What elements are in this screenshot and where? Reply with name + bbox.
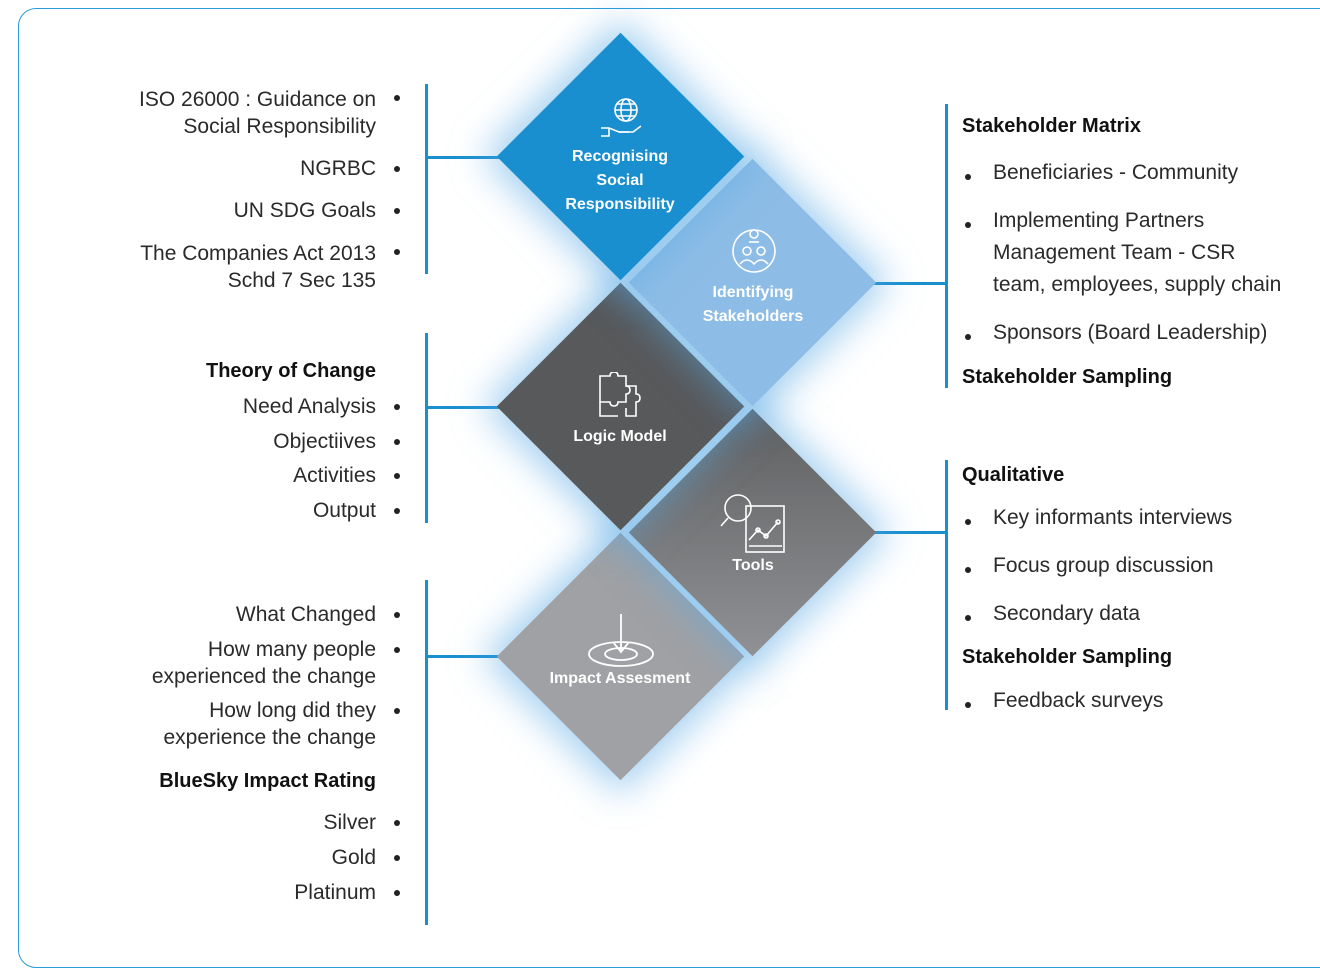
stakeholder-sampling-heading: Stakeholder Sampling	[962, 366, 1173, 388]
right-bracket-2	[945, 460, 948, 710]
stakeholder-matrix-heading: Stakeholder Matrix	[962, 115, 1141, 137]
left-bracket-2	[425, 333, 428, 523]
left-bracket-1	[425, 84, 428, 274]
recognising-label: Recognising Social Responsibility	[565, 148, 675, 213]
puzzle-icon	[599, 372, 641, 417]
impact-assessment-label: Impact Assesment	[549, 670, 691, 687]
right-item: Sponsors (Board Leadership)	[965, 317, 1267, 349]
rating-item: Gold	[332, 844, 400, 871]
left-item: ISO 26000 : Guidance on Social Responsib…	[139, 86, 400, 140]
left-item: UN SDG Goals	[234, 197, 400, 224]
left-connector-2	[425, 406, 500, 409]
right-connector-2	[870, 531, 948, 534]
right-item: Feedback surveys	[965, 685, 1163, 717]
right-bracket-1	[945, 104, 948, 388]
qualitative-heading: Qualitative	[962, 464, 1065, 486]
tools-label: Tools	[732, 557, 774, 574]
left-connector-3	[425, 655, 500, 658]
right-item: Key informants interviews	[965, 502, 1232, 534]
left-item: Output	[313, 497, 400, 524]
left-item: How many people experienced the change	[152, 636, 400, 690]
left-item: The Companies Act 2013 Schd 7 Sec 135	[140, 240, 400, 294]
left-item: Need Analysis	[243, 393, 400, 420]
rating-item: Platinum	[294, 879, 400, 906]
magnifier-chart-icon	[720, 494, 785, 553]
logic-model-label: Logic Model	[573, 428, 667, 445]
right-item: Implementing Partners Management Team - …	[965, 205, 1281, 301]
stakeholder-sampling-heading-2: Stakeholder Sampling	[962, 646, 1173, 668]
rating-item: Silver	[323, 809, 400, 836]
target-arrow-icon	[588, 614, 654, 667]
right-item: Focus group discussion	[965, 550, 1214, 582]
people-circle-icon	[732, 229, 776, 273]
right-item: Secondary data	[965, 598, 1140, 630]
bluesky-impact-rating-heading: BlueSky Impact Rating	[159, 770, 376, 792]
globe-hand-icon	[601, 98, 642, 137]
theory-of-change-heading: Theory of Change	[205, 360, 376, 382]
left-item: Activities	[293, 462, 400, 489]
left-item: What Changed	[236, 601, 400, 628]
left-connector-1	[425, 156, 500, 159]
left-item: Objectiives	[273, 428, 400, 455]
left-bracket-3	[425, 580, 428, 925]
right-connector-1	[870, 282, 948, 285]
left-item: NGRBC	[300, 155, 400, 182]
right-item: Beneficiaries - Community	[965, 157, 1238, 189]
identifying-label: Identifying Stakeholders	[702, 284, 804, 325]
left-item: How long did they experience the change	[164, 697, 400, 751]
